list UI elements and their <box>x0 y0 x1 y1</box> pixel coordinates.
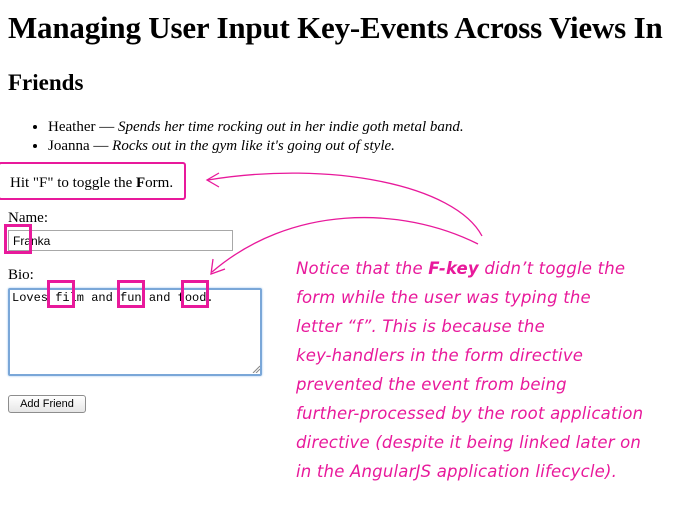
annotation-text: Notice that the <box>296 259 429 278</box>
friend-list: Heather — Spends her time rocking out in… <box>8 118 464 156</box>
page-title: Managing User Input Key-Events Across Vi… <box>8 10 663 45</box>
name-input[interactable] <box>8 230 233 251</box>
name-label: Name: <box>8 210 48 226</box>
arrowhead-to-bio <box>210 258 226 275</box>
friend-description: Spends her time rocking out in her indie… <box>117 119 464 135</box>
arrow-to-bio <box>211 216 479 273</box>
bio-label: Bio: <box>8 267 34 283</box>
hint-key: F <box>136 175 146 191</box>
hint-text-before: Hit "F" to toggle the <box>10 175 136 191</box>
annotation-line: in the AngularJS application lifecycle). <box>296 462 618 481</box>
bio-textarea[interactable]: Loves film and fun and food. <box>8 288 262 376</box>
annotation-bold-text: F-key <box>428 259 479 278</box>
friend-name: Joanna <box>48 138 90 154</box>
annotation-line: form while the user was typing the <box>296 288 591 307</box>
arrowhead-to-hint <box>205 172 220 188</box>
annotation-line: further-processed by the root applicatio… <box>296 404 644 423</box>
highlight-box-name-f <box>4 224 32 254</box>
annotation-note: Notice that the F-key didn’t toggle the … <box>296 254 696 486</box>
toggle-hint: Hit "F" to toggle the Form. <box>0 162 186 200</box>
annotation-line: prevented the event from being <box>296 375 567 394</box>
arrow-to-hint <box>207 172 483 237</box>
add-friend-button[interactable]: Add Friend <box>8 395 86 413</box>
friend-dash: — <box>95 119 118 135</box>
highlight-box-bio-f2 <box>117 280 145 308</box>
list-item: Joanna — Rocks out in the gym like it's … <box>48 137 464 156</box>
hint-text-after: orm. <box>145 175 174 191</box>
annotation-text: didn’t toggle the <box>478 259 626 278</box>
friend-description: Rocks out in the gym like it's going out… <box>112 138 395 154</box>
resize-grip-icon[interactable] <box>252 365 260 373</box>
friend-dash: — <box>89 138 113 154</box>
annotation-line: Notice that the F-key didn’t toggle the <box>296 254 696 283</box>
friend-name: Heather <box>48 119 96 135</box>
annotation-line: key-handlers in the form directive <box>296 346 584 365</box>
highlight-box-bio-f1 <box>47 280 75 308</box>
annotation-line: letter “f”. This is because the <box>296 317 545 336</box>
highlight-box-bio-f3 <box>181 280 209 308</box>
annotation-line: directive (despite it being linked later… <box>296 433 642 452</box>
friends-heading: Friends <box>8 70 84 95</box>
list-item: Heather — Spends her time rocking out in… <box>48 118 464 137</box>
